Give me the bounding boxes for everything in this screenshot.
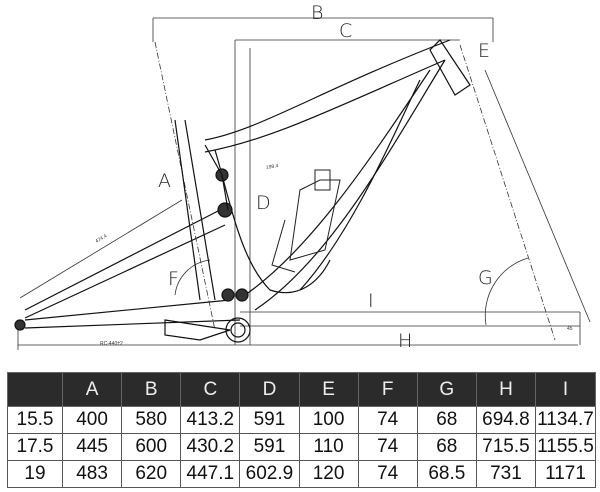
cell: 731 <box>475 460 537 488</box>
cell: 715.5 <box>475 433 537 461</box>
header-cell: H <box>475 372 537 407</box>
cell: 400 <box>61 406 123 434</box>
cell: 100 <box>298 406 359 434</box>
cell: 74 <box>357 406 418 434</box>
table-row: 15.5 400 580 413.2 591 100 74 68 694.8 1… <box>7 406 596 434</box>
cell: 413.2 <box>180 406 241 434</box>
header-cell: I <box>535 372 596 407</box>
cell: 1171 <box>535 460 596 488</box>
bottle-cage-icon <box>271 169 341 273</box>
cell: 600 <box>121 433 182 461</box>
cell: 694.8 <box>475 406 537 434</box>
dimension-lines <box>17 17 591 350</box>
cell: 74 <box>357 460 418 488</box>
cell: 580 <box>121 406 182 434</box>
size-cell: 15.5 <box>7 406 63 434</box>
cell: 591 <box>239 433 300 461</box>
header-cell: C <box>180 372 241 407</box>
cell: 591 <box>239 406 300 434</box>
cell: 1155.5 <box>535 433 596 461</box>
header-cell: G <box>416 372 477 407</box>
dim-note: 45 <box>567 326 573 332</box>
header-cell: F <box>357 372 418 407</box>
cell: 620 <box>121 460 182 488</box>
label-e: E <box>478 40 491 62</box>
geometry-table: A B C D E F G H I 15.5 400 580 413.2 591… <box>7 372 596 488</box>
cell: 68 <box>416 406 477 434</box>
table-row: 19 483 620 447.1 602.9 120 74 68.5 731 1… <box>7 460 596 488</box>
table-header-row: A B C D E F G H I <box>7 372 596 407</box>
header-cell: E <box>298 372 359 407</box>
cell: 110 <box>298 433 359 461</box>
header-cell <box>7 372 63 407</box>
label-b: B <box>311 2 324 24</box>
cell: 430.2 <box>180 433 241 461</box>
label-a: A <box>158 170 171 192</box>
cell: 445 <box>61 433 123 461</box>
header-cell: A <box>61 372 123 407</box>
cell: 1134.7 <box>535 406 596 434</box>
label-i: I <box>368 290 374 312</box>
size-cell: 19 <box>7 460 63 488</box>
cell: 447.1 <box>180 460 241 488</box>
cell: 68 <box>416 433 477 461</box>
label-d: D <box>256 192 271 214</box>
cell: 68.5 <box>416 460 477 488</box>
header-cell: B <box>121 372 182 407</box>
dim-note: RC-440±2 <box>100 341 123 347</box>
label-f: F <box>168 268 179 290</box>
frame-tubes <box>14 39 471 343</box>
label-c: C <box>339 20 353 42</box>
label-g: G <box>478 267 493 289</box>
cell: 602.9 <box>239 460 300 488</box>
cell: 483 <box>61 460 123 488</box>
cell: 120 <box>298 460 359 488</box>
table-row: 17.5 445 600 430.2 591 110 74 68 715.5 1… <box>7 433 596 461</box>
label-h: H <box>398 330 413 352</box>
bike-frame-drawing <box>14 17 591 350</box>
size-cell: 17.5 <box>7 433 63 461</box>
cell: 74 <box>357 433 418 461</box>
header-cell: D <box>239 372 300 407</box>
